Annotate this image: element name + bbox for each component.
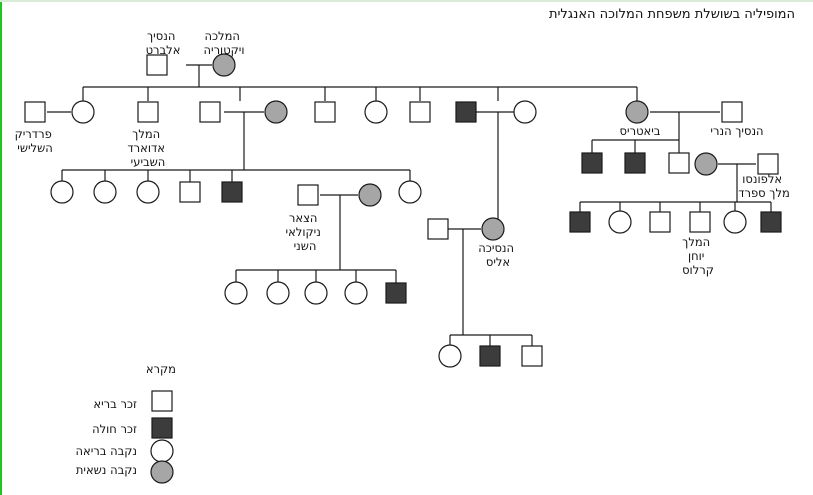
label-henry: הנסיך הנרי bbox=[710, 124, 763, 138]
legend-title: מקרא bbox=[146, 362, 176, 376]
person-alfonso-child-male-affected bbox=[760, 211, 782, 233]
person-grandchild-female-healthy bbox=[398, 180, 422, 204]
legend-affected-male: זכר חולה bbox=[92, 422, 137, 436]
person-edward-male-healthy bbox=[137, 101, 159, 123]
person-grandchild-female-healthy bbox=[136, 180, 160, 204]
person-daughter-husband-male-healthy bbox=[199, 101, 221, 123]
label-beatrice: ביאטריס bbox=[620, 124, 661, 138]
legend-healthy-female: נקבה בריאה bbox=[76, 444, 138, 458]
label-frederick: פרדריק השלישי bbox=[15, 127, 56, 155]
person-grandchild-female-healthy bbox=[93, 180, 117, 204]
legend-healthy-male: זכר בריא bbox=[93, 397, 137, 411]
person-victoria-female-carrier bbox=[212, 53, 236, 77]
person-nicholas-male-healthy bbox=[297, 184, 319, 206]
person-henry-male-healthy bbox=[721, 101, 743, 123]
label-albert: הנסיך אלברט bbox=[146, 29, 181, 57]
person-alfonso-male-healthy bbox=[757, 153, 779, 175]
person-great-grandchild-female-healthy bbox=[266, 281, 290, 305]
person-daughter-carrier-female-carrier bbox=[264, 100, 288, 124]
person-beatrice-female-carrier bbox=[625, 100, 649, 124]
label-nicholas: הצאר ניקולאי השני bbox=[286, 211, 325, 253]
person-grandchild-male-healthy bbox=[179, 181, 201, 203]
person-frederick-male-healthy bbox=[24, 101, 46, 123]
legend-affected-male-symbol bbox=[151, 417, 173, 439]
person-daughter-female-healthy bbox=[364, 100, 388, 124]
person-alexandra-female-carrier bbox=[358, 183, 382, 207]
person-alice-husband-male-healthy bbox=[427, 218, 449, 240]
label-alfonso: אלפונסו מלך ספרד bbox=[738, 172, 790, 200]
person-beatrice-child-male-affected bbox=[624, 152, 646, 174]
person-grandchild-female-healthy bbox=[50, 180, 74, 204]
person-grandchild-male-affected bbox=[221, 181, 243, 203]
person-great-grandchild-female-healthy bbox=[304, 281, 328, 305]
legend-carrier-female: נקבה נשאית bbox=[76, 463, 137, 477]
person-victoria-eugenie-female-carrier bbox=[694, 152, 718, 176]
pedigree-individuals bbox=[24, 53, 782, 484]
person-great-grandchild-male-healthy bbox=[521, 345, 543, 367]
person-albert-male-healthy bbox=[146, 54, 168, 76]
person-great-grandchild-male-affected bbox=[479, 345, 501, 367]
person-beatrice-child-male-affected bbox=[581, 152, 603, 174]
person-alice-female-carrier bbox=[481, 217, 505, 241]
person-alfonso-child-male-healthy bbox=[649, 211, 671, 233]
legend-healthy-male-symbol bbox=[151, 390, 173, 412]
frame-edge-left bbox=[0, 0, 2, 495]
person-great-grandchild-female-healthy bbox=[344, 281, 368, 305]
person-great-grandchild-female-healthy bbox=[224, 281, 248, 305]
person-great-grandchild-female-healthy bbox=[438, 344, 462, 368]
label-victoria: המלכה ויקטוריה bbox=[203, 29, 244, 57]
label-alice: הנסיכה אליס bbox=[478, 241, 517, 269]
person-leopold-wife-female-healthy bbox=[513, 100, 537, 124]
person-son-male-healthy bbox=[314, 101, 336, 123]
label-edward: המלך אדוארד השביעי bbox=[127, 127, 168, 169]
person-alfonso-child-female-healthy bbox=[723, 210, 747, 234]
pedigree-lines bbox=[47, 64, 772, 346]
person-son-2-male-healthy bbox=[409, 101, 431, 123]
person-leopold-male-affected bbox=[455, 101, 477, 123]
person-alfonso-child-male-affected bbox=[569, 211, 591, 233]
legend: מקרא זכר בריא זכר חולה נקבה בריאה נקבה נ… bbox=[76, 362, 177, 477]
label-juan-carlos: המלך יוחן קרלוס bbox=[682, 235, 714, 277]
person-frederick-wife-female-healthy bbox=[71, 100, 95, 124]
legend-carrier-female-symbol bbox=[150, 460, 174, 484]
person-alfonso-child-female-healthy bbox=[608, 210, 632, 234]
figure-title: המופיליה בשושלת משפחת המלוכה האנגלית bbox=[549, 7, 795, 22]
frame-edge-top bbox=[0, 0, 813, 2]
person-alexei-male-affected bbox=[385, 282, 407, 304]
legend-healthy-female-symbol bbox=[150, 439, 174, 463]
person-beatrice-child-male-healthy bbox=[668, 152, 690, 174]
person-juan-male-healthy bbox=[689, 211, 711, 233]
